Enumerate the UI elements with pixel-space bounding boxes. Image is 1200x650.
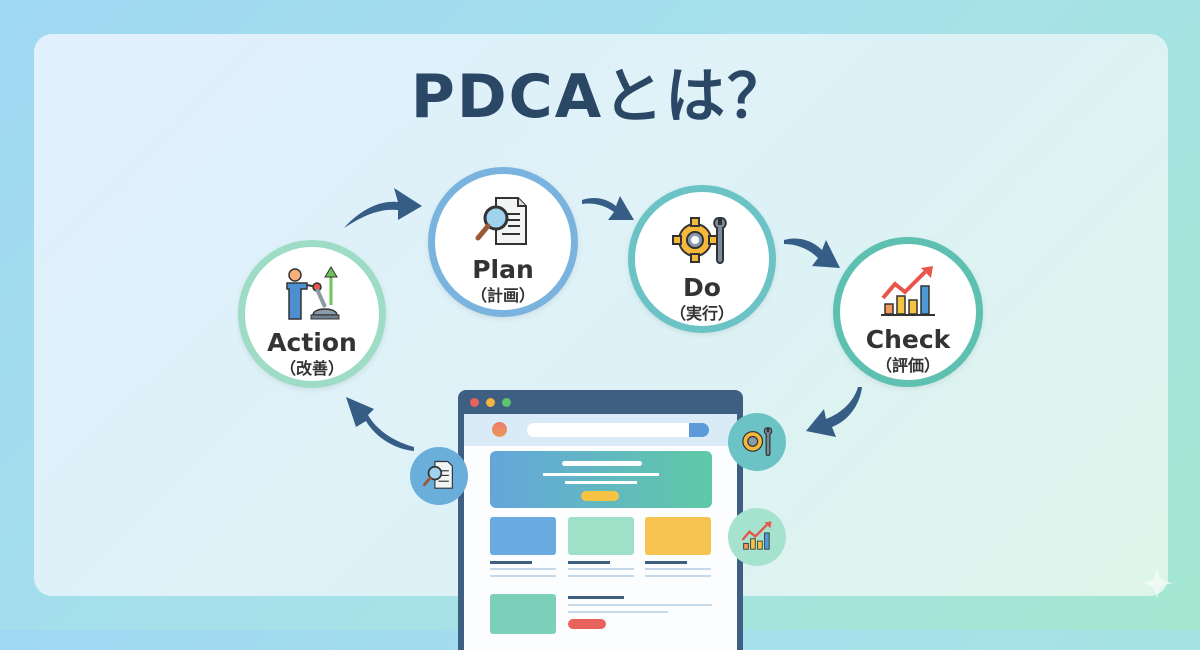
search-icon — [689, 423, 709, 437]
maximize-dot — [502, 398, 511, 407]
page-title: PDCAとは？ — [410, 62, 790, 132]
do-label: Do — [683, 273, 721, 302]
rising-bar-chart-icon — [881, 266, 935, 316]
site-logo — [492, 422, 507, 437]
action-label: Action — [267, 328, 357, 357]
plan-label: Plan — [472, 255, 534, 284]
browser-window-illustration — [458, 390, 743, 650]
card-yellow — [645, 517, 711, 555]
search-bar — [527, 423, 707, 437]
hero-cta-button — [581, 491, 619, 501]
do-sublabel: （実行） — [669, 304, 734, 323]
card-mint — [568, 517, 634, 555]
action-sublabel: （改善） — [279, 359, 344, 378]
check-bubble — [728, 508, 786, 566]
minimize-dot — [486, 398, 495, 407]
gear-wrench-icon — [672, 216, 727, 264]
arrow-do-to-check-icon — [784, 238, 840, 268]
check-sublabel: （評価） — [875, 356, 940, 375]
gear-wrench-icon — [742, 427, 773, 457]
browser-content — [464, 414, 737, 650]
arrow-check-to-browser-icon — [806, 387, 862, 437]
document-magnifier-icon — [475, 197, 527, 245]
do-bubble — [728, 413, 786, 471]
hero-banner — [490, 451, 712, 508]
address-bar-area — [464, 414, 737, 446]
arrow-action-to-plan-icon — [344, 188, 422, 228]
check-node: Check （評価） — [833, 237, 983, 387]
plan-bubble — [410, 447, 468, 505]
sparkle-icon — [1140, 566, 1174, 600]
document-magnifier-icon — [423, 460, 453, 489]
plan-sublabel: （計画） — [470, 286, 535, 305]
card-teal — [490, 594, 556, 634]
card-blue — [490, 517, 556, 555]
check-label: Check — [865, 325, 951, 354]
do-node: Do （実行） — [628, 185, 776, 333]
rising-bar-chart-icon — [741, 521, 772, 550]
arrow-browser-to-action-icon — [346, 397, 414, 451]
window-controls — [470, 398, 511, 407]
person-lever-icon — [286, 266, 340, 320]
plan-node: Plan （計画） — [428, 167, 578, 317]
action-node: Action （改善） — [238, 240, 386, 388]
arrow-plan-to-do-icon — [582, 196, 634, 220]
close-dot — [470, 398, 479, 407]
red-button — [568, 619, 606, 629]
